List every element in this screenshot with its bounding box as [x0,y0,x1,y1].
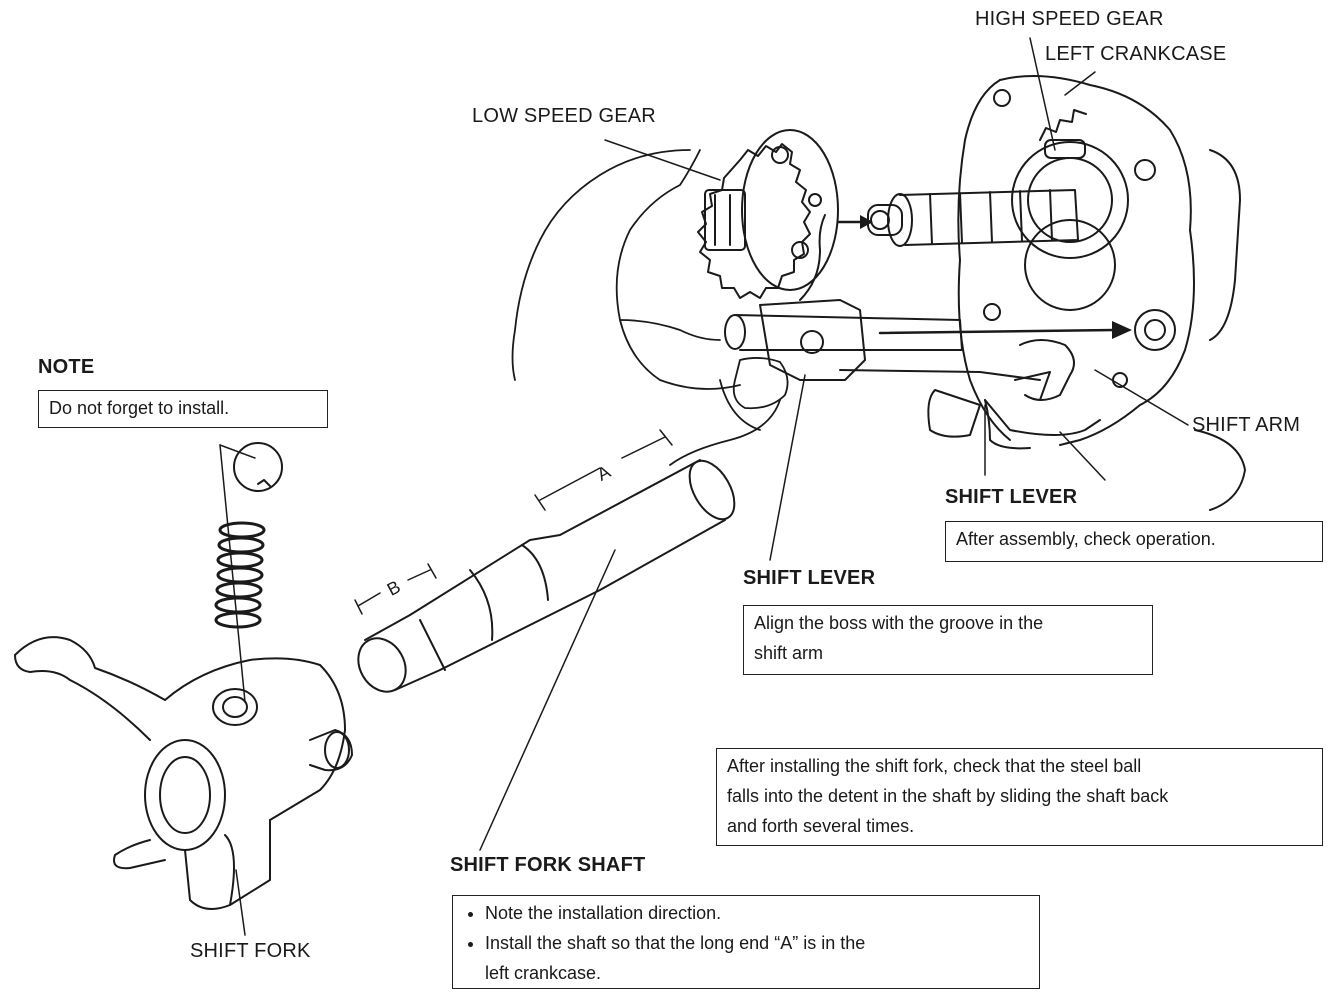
label-shift-lever-center: SHIFT LEVER [743,567,876,589]
label-high-speed-gear: HIGH SPEED GEAR [975,8,1164,30]
steel-ball-and-spring [214,442,283,629]
shift-fork [14,636,353,910]
steel-ball-box: After installing the shift fork, check t… [716,748,1323,846]
fork-shaft-bullet-1: Note the installation direction. [485,898,1029,928]
fork-shaft-box: Note the installation direction. Install… [452,895,1040,989]
shift-arm [927,339,1101,450]
shift-lever-center-box-line-1: Align the boss with the groove in the [754,613,1044,633]
install-arrows [836,220,1117,335]
shift-lever-right-box-text: After assembly, check operation. [956,529,1216,549]
shift-lever-assembly [724,214,1041,381]
leader-lines [219,37,1189,936]
fork-shaft-bullet-2-continued: left crankcase. [485,963,602,983]
steel-ball-box-line-3: and forth several times. [727,816,915,836]
steel-ball-box-line-2: falls into the detent in the shaft by sl… [727,786,1169,806]
note-box: Do not forget to install. [38,390,328,428]
shift-lever-center-box-line-2: shift arm [754,643,824,663]
shift-lever-right-box: After assembly, check operation. [945,521,1323,562]
fork-shaft-bullet-list: Note the installation direction. Install… [463,898,1029,958]
high-speed-gear [1011,109,1129,311]
left-hand [511,149,789,466]
label-left-crankcase: LEFT CRANKCASE [1045,43,1227,65]
shift-lever-center-box: Align the boss with the groove in the sh… [743,605,1153,675]
note-box-text: Do not forget to install. [49,398,230,418]
dimension-lines [354,429,673,615]
fork-shaft-bullet-2: Install the shaft so that the long end “… [485,928,1029,958]
label-shift-arm: SHIFT ARM [1192,414,1301,436]
label-shift-fork-shaft: SHIFT FORK SHAFT [450,854,646,876]
gear-shaft [867,189,1079,247]
label-note: NOTE [38,356,95,378]
shift-fork-shaft [357,459,736,693]
label-shift-lever-right: SHIFT LEVER [945,486,1078,508]
label-shift-fork: SHIFT FORK [190,940,311,962]
steel-ball-box-line-1: After installing the shift fork, check t… [727,756,1142,776]
label-low-speed-gear: LOW SPEED GEAR [472,105,656,127]
left-crankcase-outline [957,75,1246,511]
low-speed-gear [697,129,839,299]
